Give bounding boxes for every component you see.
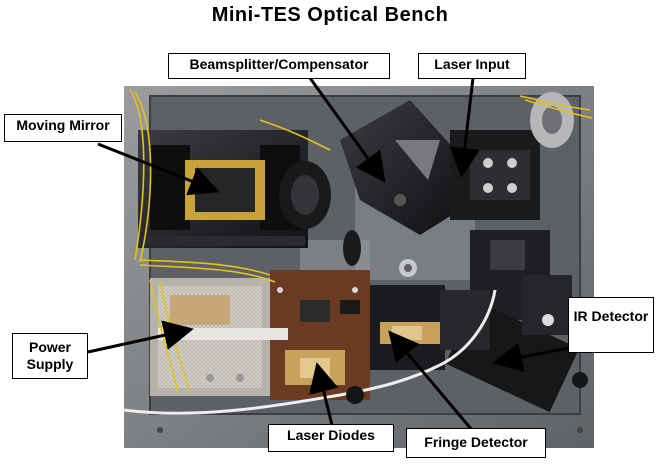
leader-laser-input (449, 77, 480, 178)
label-moving-mirror: Moving Mirror (4, 114, 122, 142)
leader-laser-diodes (309, 362, 339, 426)
label-power-supply: Power Supply (12, 333, 88, 379)
label-laser-diodes: Laser Diodes (268, 424, 394, 452)
beamsplitter-assembly (340, 100, 460, 235)
power-supply-module (150, 278, 288, 396)
label-fringe-detector: Fringe Detector (406, 428, 546, 458)
leader-power-supply (87, 320, 194, 354)
figure-title: Mini-TES Optical Bench (211, 4, 449, 26)
leader-fringe-detector (388, 330, 474, 431)
white-cable (123, 289, 497, 415)
label-laser-input: Laser Input (418, 53, 526, 79)
label-beamsplitter-compensator: Beamsplitter/Compensator (168, 53, 390, 79)
leader-moving-mirror (97, 142, 220, 196)
leader-beamsplitter (308, 77, 386, 183)
label-ir-detector: IR Detector (568, 297, 654, 353)
leader-ir-detector (492, 342, 569, 373)
